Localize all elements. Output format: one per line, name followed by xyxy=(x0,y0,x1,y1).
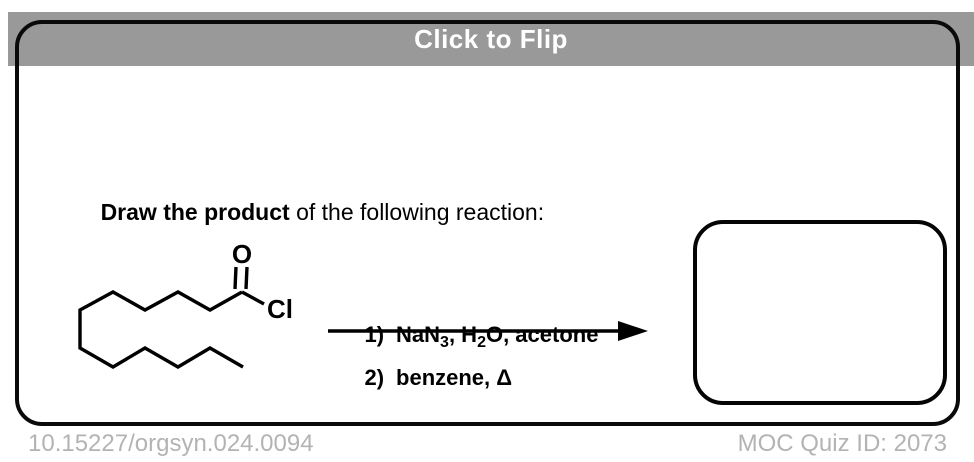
chloride-label: Cl xyxy=(267,294,293,324)
question-rest-part: of the following reaction: xyxy=(289,199,545,225)
carbon-chain-bonds xyxy=(78,290,244,369)
quiz-id: MOC Quiz ID: 2073 xyxy=(737,430,947,457)
question-text: Draw the product of the following reacti… xyxy=(75,172,545,253)
step-1-number: 1) xyxy=(364,322,385,347)
flip-header-label: Click to Flip xyxy=(414,24,568,54)
flashcard[interactable] xyxy=(15,20,960,426)
answer-box xyxy=(693,220,947,405)
doi-reference: 10.15227/orgsyn.024.0094 xyxy=(28,430,314,457)
reaction-arrow-head xyxy=(618,321,648,341)
question-bold-part: Draw the product xyxy=(100,199,290,225)
step-1-reagents: NaN3, H2O, acetone xyxy=(396,322,599,351)
carbonyl-double-bond xyxy=(233,266,249,290)
c-cl-bond xyxy=(241,290,265,306)
acyl-chloride-structure: O Cl xyxy=(78,239,293,369)
step-2-reagents: benzene, Δ xyxy=(396,365,513,390)
carbonyl-oxygen-label: O xyxy=(232,239,252,269)
step-2-number: 2) xyxy=(364,365,385,390)
reaction-arrow xyxy=(328,321,648,341)
reaction-step-2: 2) benzene, Δ xyxy=(340,339,512,417)
reaction-step-1: 1) NaN3, H2O, acetone xyxy=(340,296,598,374)
